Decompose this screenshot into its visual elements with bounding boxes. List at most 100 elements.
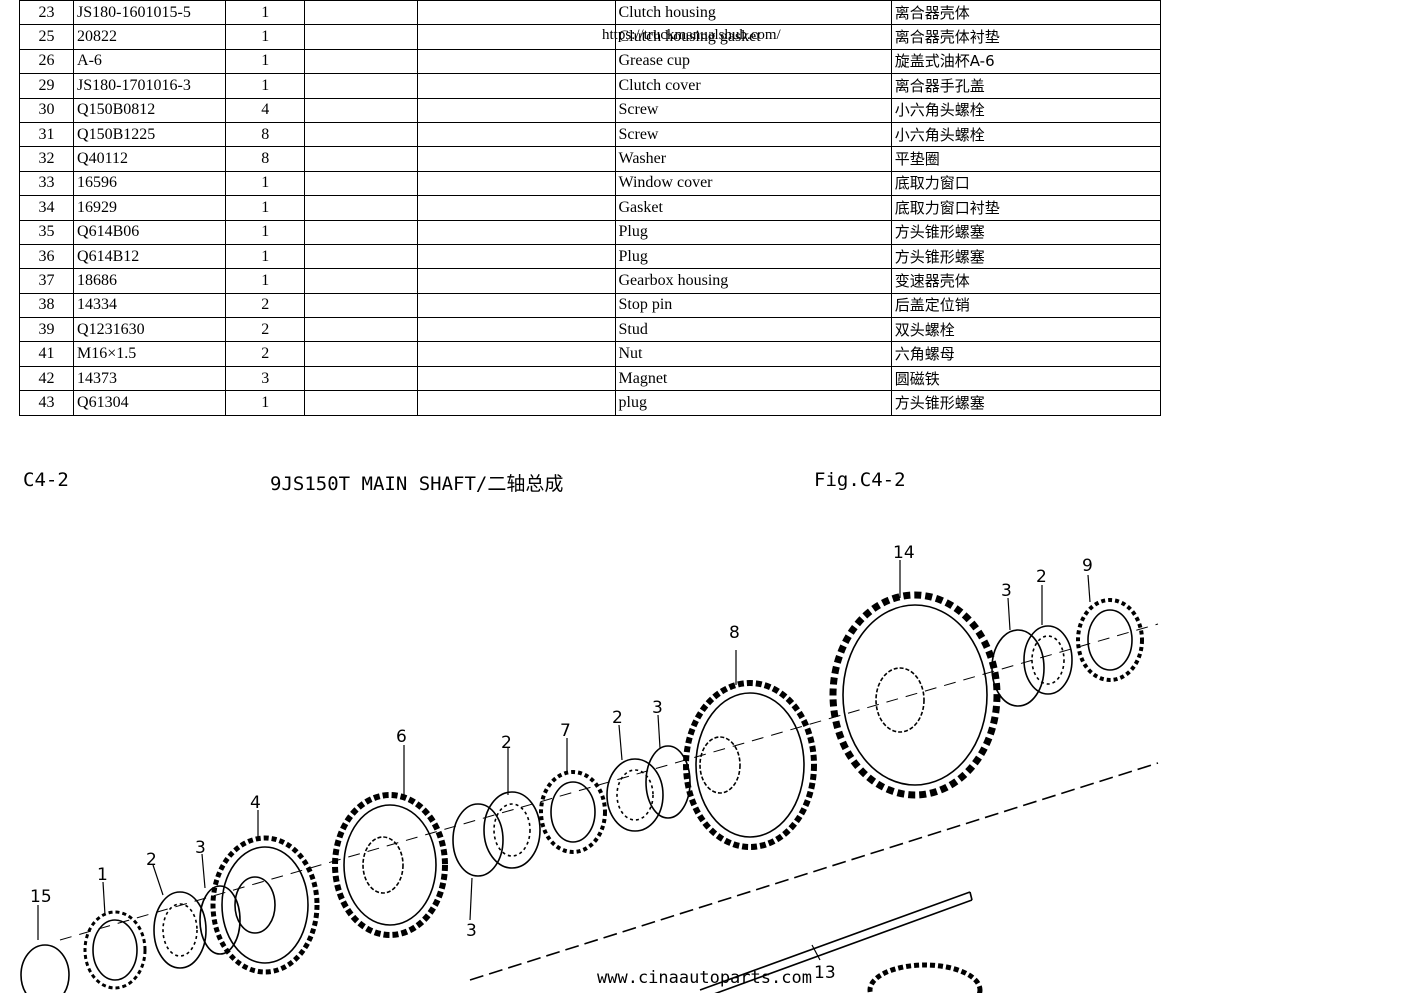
- blank-cell-b: [417, 341, 616, 367]
- quantity-cell: 1: [225, 195, 306, 221]
- blank-cell-b: [417, 365, 616, 392]
- blank-cell-b: [417, 48, 616, 75]
- blank-cell-a: [304, 24, 419, 50]
- item-no-cell: 37: [18, 268, 75, 294]
- watermark-url: https://truckmanualshub.com/: [602, 27, 781, 43]
- chinese-name-cell: 方头锥形螺塞: [890, 390, 1162, 416]
- quantity-cell: 1: [225, 219, 306, 245]
- item-no-cell: 32: [18, 146, 75, 172]
- gear-6: [332, 792, 448, 938]
- english-name-cell: Clutch cover: [614, 73, 892, 99]
- blank-cell-a: [304, 219, 419, 245]
- ring-3a: [199, 885, 241, 955]
- chinese-name-cell: 小六角头螺栓: [890, 97, 1162, 123]
- item-no-cell: 30: [18, 97, 75, 123]
- quantity-cell: 1: [225, 0, 306, 26]
- quantity-cell: 1: [225, 170, 306, 197]
- part-number-cell: Q614B12: [73, 243, 227, 270]
- english-name-cell: Clutch housing gasket: [614, 24, 892, 50]
- blank-cell-a: [304, 48, 419, 75]
- blank-cell-a: [304, 341, 419, 367]
- blank-cell-a: [304, 195, 419, 221]
- callout-label: 3: [652, 698, 663, 718]
- chinese-name-cell: 方头锥形螺塞: [890, 243, 1162, 270]
- gear-9: [1076, 598, 1144, 682]
- callout-label: 6: [396, 727, 407, 747]
- chinese-name-cell: 底取力窗口: [890, 170, 1162, 197]
- item-no-cell: 36: [18, 243, 75, 270]
- blank-cell-b: [417, 170, 616, 197]
- chinese-name-cell: 变速器壳体: [890, 268, 1162, 294]
- callout-label: 2: [612, 708, 623, 728]
- chinese-name-cell: 旋盖式油杯A-6: [890, 48, 1162, 75]
- english-name-cell: Stud: [614, 317, 892, 343]
- blank-cell-b: [417, 268, 616, 294]
- blank-cell-a: [304, 268, 419, 294]
- chinese-name-cell: 六角螺母: [890, 341, 1162, 367]
- callout-label: 3: [1001, 581, 1012, 601]
- chinese-name-cell: 离合器壳体衬垫: [890, 24, 1162, 50]
- english-name-cell: Window cover: [614, 170, 892, 197]
- lower-centerline: [469, 762, 1159, 981]
- blank-cell-b: [417, 97, 616, 123]
- gear-8: [683, 680, 817, 850]
- quantity-cell: 8: [225, 146, 306, 172]
- main-shaft-part: [699, 891, 973, 993]
- part-number-cell: A-6: [73, 48, 227, 75]
- part-number-cell: JS180-1601015-5: [73, 0, 227, 26]
- part-number-cell: Q61304: [73, 390, 227, 416]
- ring-2b: [483, 791, 541, 869]
- blank-cell-a: [304, 146, 419, 172]
- english-name-cell: Gasket: [614, 195, 892, 221]
- blank-cell-a: [304, 365, 419, 392]
- part-number-cell: M16×1.5: [73, 341, 227, 367]
- blank-cell-a: [304, 97, 419, 123]
- section-title: 9JS150T MAIN SHAFT/二轴总成: [270, 473, 564, 495]
- blank-cell-a: [304, 390, 419, 416]
- blank-cell-a: [304, 121, 419, 148]
- blank-cell-a: [304, 0, 419, 26]
- section-code: C4-2: [23, 469, 69, 491]
- quantity-cell: 1: [225, 243, 306, 270]
- quantity-cell: 1: [225, 73, 306, 99]
- item-no-cell: 26: [18, 48, 75, 75]
- item-no-cell: 23: [18, 0, 75, 26]
- english-name-cell: Screw: [614, 121, 892, 148]
- quantity-cell: 2: [225, 292, 306, 319]
- leader-lines: [37, 560, 1091, 961]
- english-name-cell: Screw: [614, 97, 892, 123]
- callout-label: 14: [893, 543, 915, 563]
- quantity-cell: 2: [225, 341, 306, 367]
- chinese-name-cell: 后盖定位销: [890, 292, 1162, 319]
- footer-url: www.cinaautoparts.com: [597, 968, 812, 988]
- item-no-cell: 29: [18, 73, 75, 99]
- english-name-cell: Washer: [614, 146, 892, 172]
- ring-3d: [991, 629, 1045, 707]
- part-number-cell: Q614B06: [73, 219, 227, 245]
- item-no-cell: 25: [18, 24, 75, 50]
- quantity-cell: 1: [225, 390, 306, 416]
- item-no-cell: 39: [18, 317, 75, 343]
- part-number-cell: JS180-1701016-3: [73, 73, 227, 99]
- callout-label: 2: [146, 850, 157, 870]
- chinese-name-cell: 平垫圈: [890, 146, 1162, 172]
- part-number-cell: 20822: [73, 24, 227, 50]
- blank-cell-b: [417, 292, 616, 319]
- blank-cell-b: [417, 390, 616, 416]
- blank-cell-b: [417, 0, 616, 26]
